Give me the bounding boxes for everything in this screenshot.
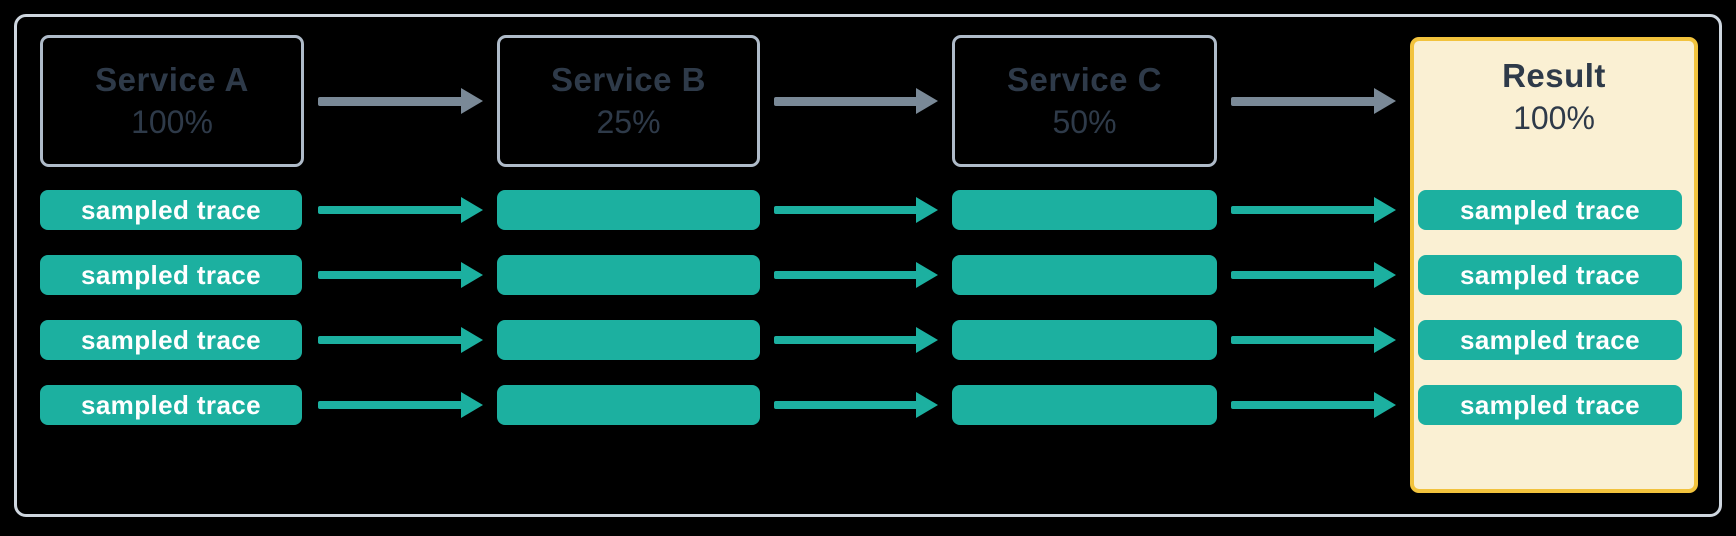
trace-arrow-a-to-b-row3 xyxy=(318,327,483,353)
result-sampled-trace-pill-3: sampled trace xyxy=(1418,320,1682,360)
arrow-shaft xyxy=(774,206,922,214)
result-header: Result 100% xyxy=(1414,41,1694,139)
arrow-head-icon xyxy=(1374,262,1396,288)
trace-bar-b3 xyxy=(497,320,760,360)
trace-arrow-a-to-b-row2 xyxy=(318,262,483,288)
arrow-head-icon xyxy=(916,262,938,288)
service-a-title: Service A xyxy=(95,61,249,98)
arrow-head-icon xyxy=(916,327,938,353)
trace-arrow-c-to-result-row4 xyxy=(1231,392,1396,418)
arrow-shaft xyxy=(318,206,467,214)
trace-bar-c2 xyxy=(952,255,1217,295)
arrow-shaft xyxy=(318,336,467,344)
arrow-head-icon xyxy=(1374,327,1396,353)
arrow-shaft xyxy=(1231,271,1380,279)
service-c-box: Service C 50% xyxy=(952,35,1217,167)
sampled-trace-pill-a2: sampled trace xyxy=(40,255,302,295)
arrow-head-icon xyxy=(461,88,483,114)
service-a-box: Service A 100% xyxy=(40,35,304,167)
arrow-service-b-to-c xyxy=(774,88,938,114)
trace-arrow-b-to-c-row1 xyxy=(774,197,938,223)
trace-arrow-b-to-c-row2 xyxy=(774,262,938,288)
arrow-head-icon xyxy=(916,392,938,418)
service-b-box: Service B 25% xyxy=(497,35,760,167)
trace-arrow-c-to-result-row2 xyxy=(1231,262,1396,288)
sampled-trace-pill-a4: sampled trace xyxy=(40,385,302,425)
trace-arrow-c-to-result-row1 xyxy=(1231,197,1396,223)
arrow-shaft xyxy=(318,401,467,409)
sampled-trace-pill-a1: sampled trace xyxy=(40,190,302,230)
arrow-head-icon xyxy=(461,262,483,288)
arrow-head-icon xyxy=(461,197,483,223)
service-c-percent: 50% xyxy=(1052,104,1117,140)
arrow-shaft xyxy=(774,271,922,279)
arrow-shaft xyxy=(1231,96,1380,106)
arrow-shaft xyxy=(774,336,922,344)
result-sampled-trace-pill-2: sampled trace xyxy=(1418,255,1682,295)
trace-bar-b1 xyxy=(497,190,760,230)
arrow-shaft xyxy=(774,96,922,106)
arrow-shaft xyxy=(774,401,922,409)
trace-arrow-a-to-b-row1 xyxy=(318,197,483,223)
diagram-border-frame xyxy=(14,14,1722,517)
arrow-service-a-to-b xyxy=(318,88,483,114)
arrow-shaft xyxy=(1231,401,1380,409)
service-a-percent: 100% xyxy=(131,104,213,140)
arrow-shaft xyxy=(1231,206,1380,214)
service-b-percent: 25% xyxy=(596,104,661,140)
trace-arrow-b-to-c-row4 xyxy=(774,392,938,418)
arrow-head-icon xyxy=(461,327,483,353)
service-c-title: Service C xyxy=(1007,61,1162,98)
arrow-service-c-to-result xyxy=(1231,88,1396,114)
arrow-head-icon xyxy=(916,197,938,223)
trace-bar-c3 xyxy=(952,320,1217,360)
arrow-head-icon xyxy=(916,88,938,114)
trace-bar-c1 xyxy=(952,190,1217,230)
arrow-head-icon xyxy=(1374,88,1396,114)
trace-arrow-a-to-b-row4 xyxy=(318,392,483,418)
arrow-head-icon xyxy=(461,392,483,418)
trace-bar-c4 xyxy=(952,385,1217,425)
trace-arrow-c-to-result-row3 xyxy=(1231,327,1396,353)
arrow-head-icon xyxy=(1374,392,1396,418)
arrow-shaft xyxy=(318,271,467,279)
trace-bar-b2 xyxy=(497,255,760,295)
service-b-title: Service B xyxy=(551,61,706,98)
trace-bar-b4 xyxy=(497,385,760,425)
sampled-trace-pill-a3: sampled trace xyxy=(40,320,302,360)
arrow-head-icon xyxy=(1374,197,1396,223)
result-percent: 100% xyxy=(1513,100,1595,136)
result-sampled-trace-pill-1: sampled trace xyxy=(1418,190,1682,230)
trace-arrow-b-to-c-row3 xyxy=(774,327,938,353)
arrow-shaft xyxy=(1231,336,1380,344)
result-title: Result xyxy=(1502,57,1606,94)
result-sampled-trace-pill-4: sampled trace xyxy=(1418,385,1682,425)
arrow-shaft xyxy=(318,96,467,106)
